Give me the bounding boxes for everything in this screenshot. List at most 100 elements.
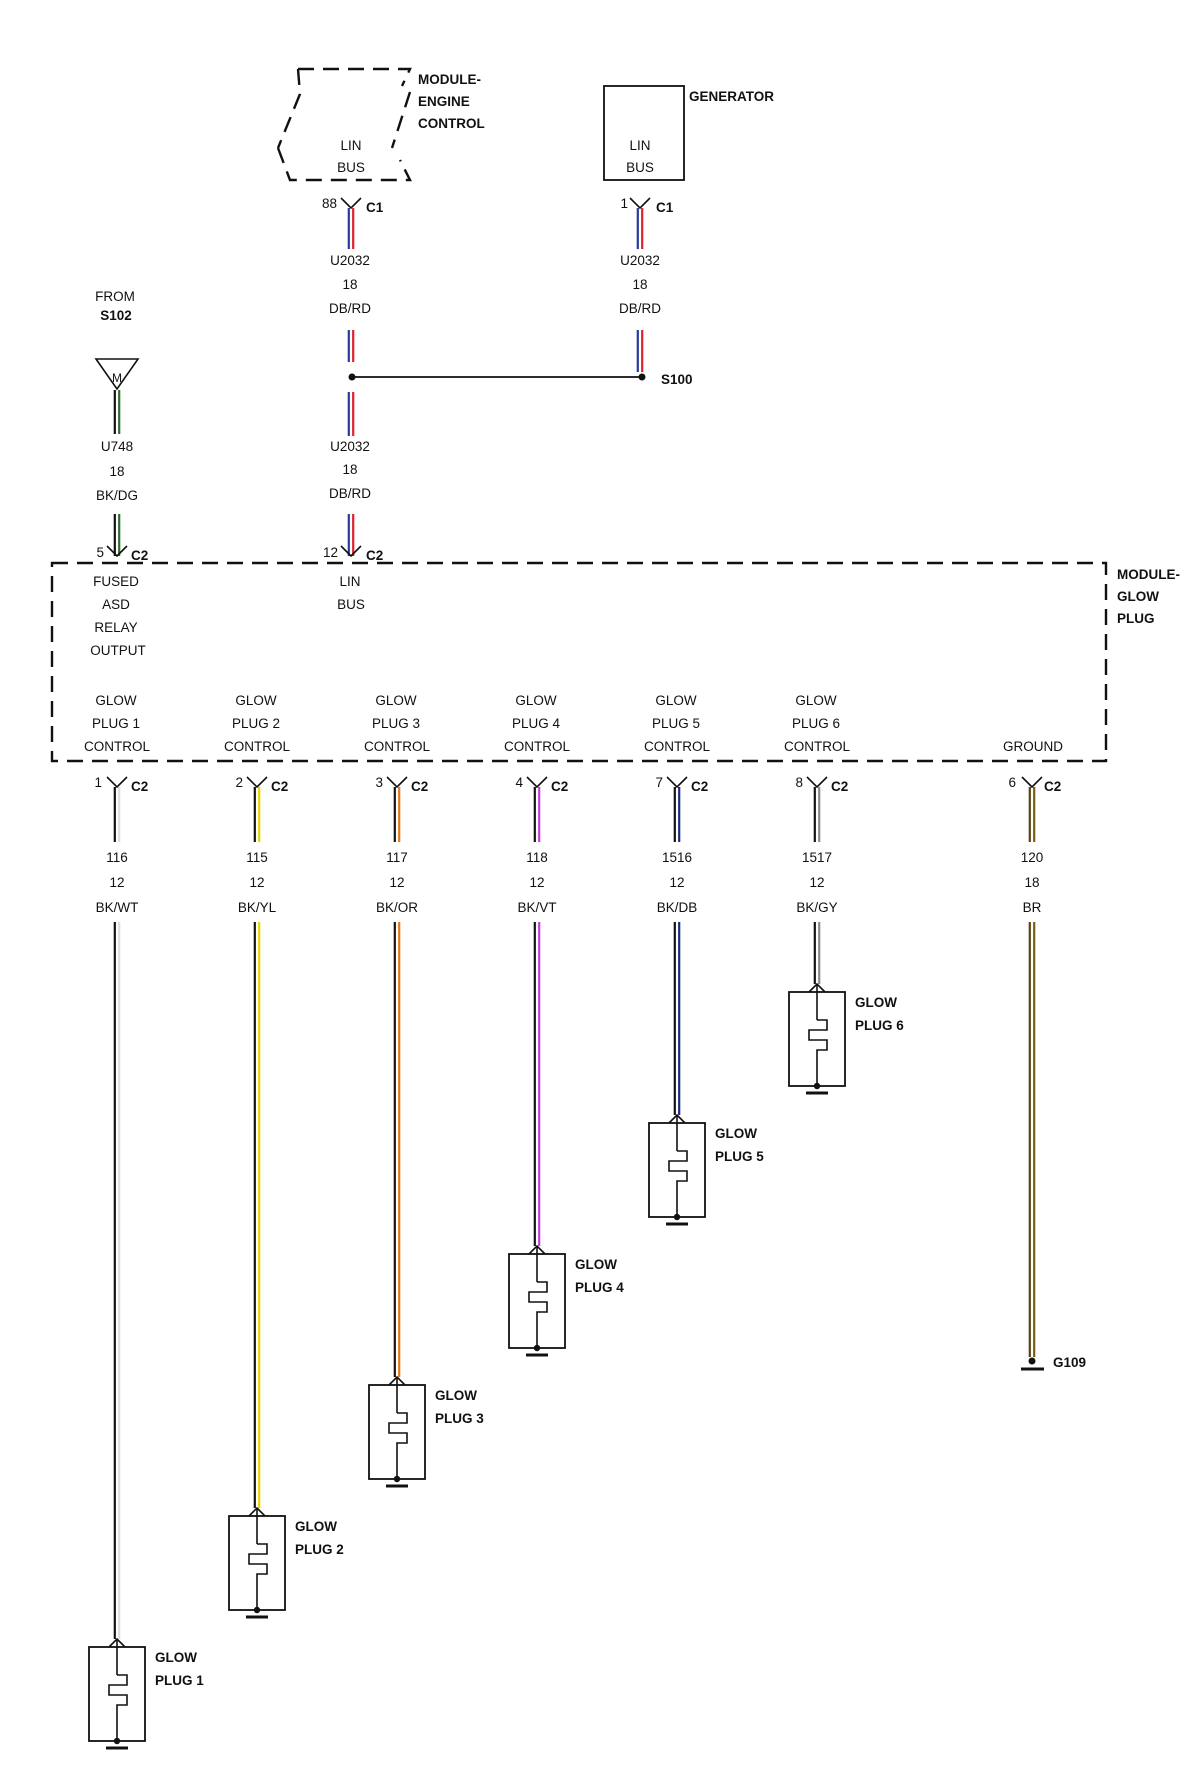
gp6-circuit: 1517 xyxy=(802,850,832,865)
ground-wire-lower xyxy=(1028,922,1036,1357)
gnd-c2-pin: 6 xyxy=(1008,775,1016,790)
glow-plug-labels: GLOW PLUG 1 GLOW PLUG 2 GLOW PLUG 3 GLOW… xyxy=(155,995,904,1688)
gp3-wire-lower xyxy=(393,922,401,1377)
generator-pin-label-1: LIN xyxy=(629,138,650,153)
splice-dot-right-icon xyxy=(638,373,646,381)
generator-name: GENERATOR xyxy=(689,89,774,104)
glow-module-name-1: MODULE- xyxy=(1117,567,1180,582)
splice-s100-label: S100 xyxy=(661,372,693,387)
gp3-gauge: 12 xyxy=(389,875,404,890)
glow-plug-6-label-2: PLUG 6 xyxy=(855,1018,904,1033)
mod-lin-gauge: 18 xyxy=(342,462,357,477)
generator-pin-label-2: BUS xyxy=(626,160,654,175)
pin-glow5-2: PLUG 5 xyxy=(652,716,700,731)
gen-c1-name: C1 xyxy=(656,200,674,215)
ecm-name-3: CONTROL xyxy=(418,116,485,131)
mod-lin-wire-lower xyxy=(347,514,355,556)
gp1-circuit: 116 xyxy=(106,850,128,865)
gp5-c2-name: C2 xyxy=(691,779,708,794)
pin-lin-bus-2: BUS xyxy=(337,597,365,612)
splice-s100: S100 xyxy=(348,372,693,387)
pin-glow1-2: PLUG 1 xyxy=(92,716,140,731)
gp5-c2-terminal-icon xyxy=(666,776,688,789)
glow-plug-3-label-2: PLUG 3 xyxy=(435,1411,484,1426)
ecm-c1-terminal-icon xyxy=(340,197,362,210)
gp2-gauge: 12 xyxy=(249,875,264,890)
gp6-c2-pin: 8 xyxy=(795,775,803,790)
gen-lin-wire-top xyxy=(636,208,644,249)
gnd-gauge: 18 xyxy=(1024,875,1039,890)
gp3-c2-name: C2 xyxy=(411,779,428,794)
glow-plug-1-label-1: GLOW xyxy=(155,1650,197,1665)
ecm-lin-wire-mid xyxy=(347,330,355,362)
ecm-lin-gauge: 18 xyxy=(342,277,357,292)
gp4-gauge: 12 xyxy=(529,875,544,890)
glow-plug-4-label-2: PLUG 4 xyxy=(575,1280,624,1295)
pin-glow1-1: GLOW xyxy=(95,693,137,708)
ecm-name-2: ENGINE xyxy=(418,94,470,109)
gp4-wire-upper xyxy=(533,787,541,842)
pin-glow6-1: GLOW xyxy=(795,693,837,708)
glow-plug-6-symbol xyxy=(788,984,846,1095)
gp2-wire-upper xyxy=(253,787,261,842)
pin-glow6-2: PLUG 6 xyxy=(792,716,840,731)
gp2-c2-terminal-icon xyxy=(246,776,268,789)
gp3-c2-pin: 3 xyxy=(375,775,383,790)
source-triangle-icon xyxy=(94,358,140,391)
gp3-color: BK/OR xyxy=(376,900,418,915)
ecm-lin-wire-top xyxy=(347,208,355,249)
glow-plug-5-label-2: PLUG 5 xyxy=(715,1149,764,1164)
gp1-color: BK/WT xyxy=(96,900,139,915)
circuit-labels: U2032 18 DB/RD U2032 18 DB/RD U2032 18 D… xyxy=(96,253,1044,915)
pin-glow4-3: CONTROL xyxy=(504,739,570,754)
source-splice-label: S102 xyxy=(100,308,132,323)
pin-glow2-2: PLUG 2 xyxy=(232,716,280,731)
gp3-wire-upper xyxy=(393,787,401,842)
gp4-c2-pin: 4 xyxy=(515,775,523,790)
pin-glow2-3: CONTROL xyxy=(224,739,290,754)
mod-lin-circuit: U2032 xyxy=(330,439,370,454)
glow-plug-5-label-1: GLOW xyxy=(715,1126,757,1141)
gp6-wire-upper xyxy=(813,787,821,842)
gp4-wire-lower xyxy=(533,922,541,1246)
glow-plug-2-label-1: GLOW xyxy=(295,1519,337,1534)
gp1-wire-upper xyxy=(113,787,121,842)
glow-plug-3-symbol xyxy=(368,1377,426,1488)
generator-module: GENERATOR LIN BUS xyxy=(603,85,774,181)
gp3-circuit: 117 xyxy=(386,850,408,865)
glow-plug-4-label-1: GLOW xyxy=(575,1257,617,1272)
gp1-wire-lower xyxy=(113,922,121,1639)
asd-feed-wire-upper xyxy=(113,390,121,434)
pin-ground: GROUND xyxy=(1003,739,1063,754)
glow-plug-1-symbol xyxy=(88,1639,146,1750)
lin-c2-pin: 12 xyxy=(323,545,338,560)
gp6-c2-terminal-icon xyxy=(806,776,828,789)
ecm-lin-circuit: U2032 xyxy=(330,253,370,268)
gp2-c2-name: C2 xyxy=(271,779,288,794)
gnd-circuit: 120 xyxy=(1021,850,1044,865)
pin-glow4-1: GLOW xyxy=(515,693,557,708)
wires xyxy=(113,208,1036,1639)
glow-plug-4-symbol xyxy=(508,1246,566,1357)
engine-control-module: MODULE- ENGINE CONTROL LIN BUS xyxy=(276,67,485,182)
glow-plug-2-symbol xyxy=(228,1508,286,1619)
pin-glow2-1: GLOW xyxy=(235,693,277,708)
gp4-color: BK/VT xyxy=(517,900,556,915)
asd-color: BK/DG xyxy=(96,488,138,503)
gen-c1-pin: 1 xyxy=(620,196,628,211)
pin-fused-asd-2: ASD xyxy=(102,597,130,612)
glow-module-name-3: PLUG xyxy=(1117,611,1155,626)
glow-plug-1-label-2: PLUG 1 xyxy=(155,1673,204,1688)
gp1-gauge: 12 xyxy=(109,875,124,890)
gnd-color: BR xyxy=(1023,900,1042,915)
glow-module-name-2: GLOW xyxy=(1117,589,1159,604)
gp2-color: BK/YL xyxy=(238,900,277,915)
gp2-c2-pin: 2 xyxy=(235,775,243,790)
ground-wire-upper xyxy=(1028,787,1036,842)
gp2-wire-lower xyxy=(253,922,261,1508)
pin-glow4-2: PLUG 4 xyxy=(512,716,561,731)
gp5-c2-pin: 7 xyxy=(655,775,663,790)
pin-lin-bus-1: LIN xyxy=(339,574,360,589)
gp3-c2-terminal-icon xyxy=(386,776,408,789)
